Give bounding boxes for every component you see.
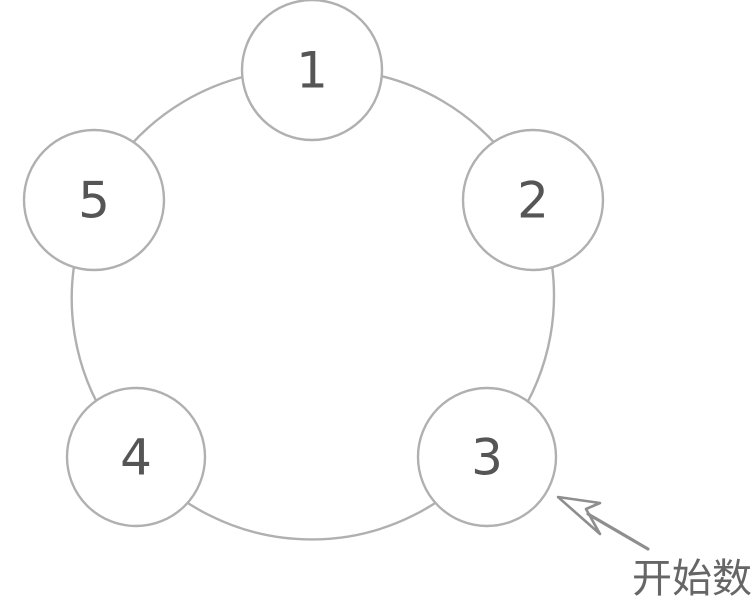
node-1-label: 1 (296, 42, 328, 100)
node-4-circle[interactable] (65, 386, 207, 528)
node-5-label: 5 (78, 172, 110, 230)
start-annotation-label: 开始数 (632, 556, 751, 602)
arrow-shaft (586, 512, 650, 551)
node-5-circle[interactable] (22, 128, 166, 272)
node-1-circle[interactable] (240, 0, 384, 142)
node-2-circle[interactable] (461, 128, 605, 272)
start-annotation-arrow (556, 495, 650, 551)
node-2[interactable]: 2 (461, 128, 605, 272)
node-2-label: 2 (517, 172, 549, 230)
node-group: 1 2 3 4 5 (22, 0, 605, 528)
node-4[interactable]: 4 (65, 386, 207, 528)
node-5[interactable]: 5 (22, 128, 166, 272)
node-4-label: 4 (120, 429, 152, 487)
node-3[interactable]: 3 (416, 386, 558, 528)
arrow-head-icon (556, 495, 602, 536)
node-3-label: 3 (471, 429, 503, 487)
node-1[interactable]: 1 (240, 0, 384, 142)
node-3-circle[interactable] (416, 386, 558, 528)
